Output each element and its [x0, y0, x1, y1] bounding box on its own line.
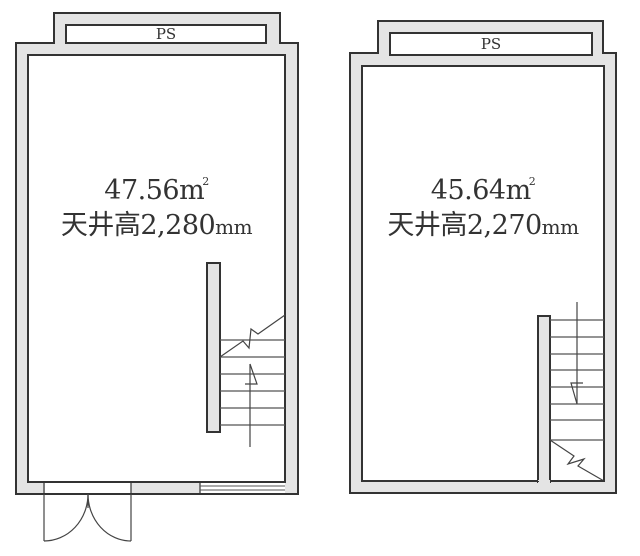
left-area-label: 47.56m2 — [28, 166, 285, 207]
right-area-value: 45.64 — [430, 175, 506, 206]
right-ceiling-height-label: 天井高2,270mm — [362, 210, 604, 243]
right-ceiling-unit: mm — [541, 215, 579, 239]
right-room-interior — [361, 65, 605, 482]
left-ceiling-value: 2,280 — [140, 210, 216, 241]
left-ceiling-unit: mm — [215, 215, 253, 239]
left-ps-label: PS — [155, 25, 177, 43]
double-door-icon — [43, 493, 132, 542]
right-ps-label: PS — [480, 35, 502, 53]
right-area-label: 45.64m2 — [362, 166, 604, 207]
left-area-value: 47.56 — [104, 175, 180, 206]
left-ceiling-height-label: 天井高2,280mm — [28, 210, 285, 243]
left-area-sup: 2 — [202, 175, 209, 188]
left-ceiling-label: 天井高 — [60, 210, 141, 241]
right-stair-icon — [537, 302, 605, 492]
left-stair-icon — [206, 262, 286, 447]
right-area-unit: m — [505, 175, 532, 206]
right-ceiling-label: 天井高 — [387, 210, 467, 241]
right-ceiling-value: 2,270 — [466, 210, 542, 241]
left-room-interior — [27, 54, 286, 483]
left-area-unit: m — [179, 175, 205, 206]
left-ps-box — [65, 24, 267, 44]
right-ps-box — [389, 32, 593, 56]
window-icon — [199, 482, 298, 495]
right-area-sup: 2 — [528, 175, 536, 188]
